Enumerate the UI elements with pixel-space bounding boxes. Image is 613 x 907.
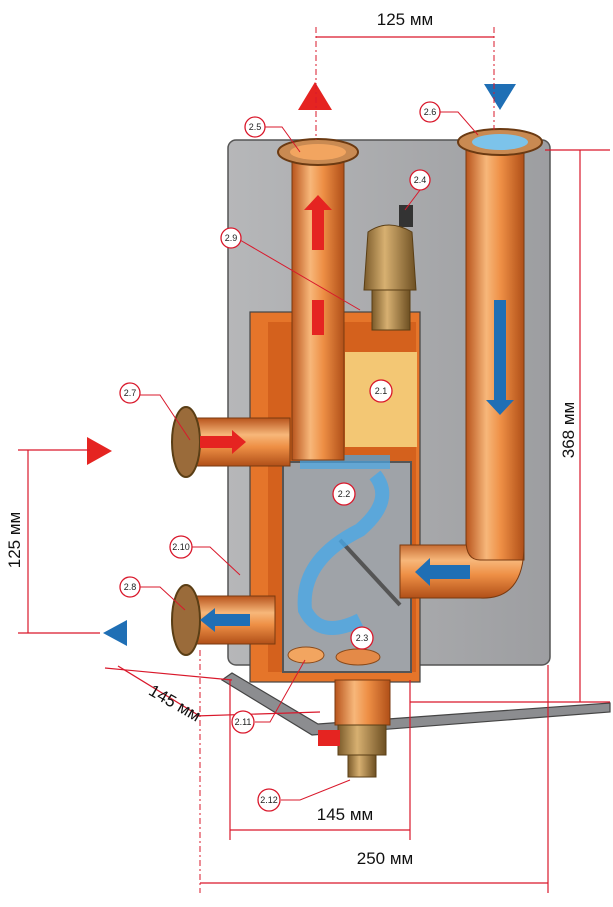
callout-2-3: 2.3 (350, 626, 374, 650)
callout-2-9: 2.9 (220, 227, 242, 249)
svg-text:2.6: 2.6 (424, 107, 437, 117)
callout-2-10: 2.10 (169, 535, 193, 559)
callout-2-1: 2.1 (369, 379, 393, 403)
callout-2-12: 2.12 (257, 788, 281, 812)
cold-in-arrow-icon (484, 84, 516, 110)
svg-text:2.2: 2.2 (338, 489, 351, 499)
dim-total-width: 250 мм (357, 849, 413, 868)
hot-out-side-arrow-icon (87, 437, 112, 465)
svg-text:2.3: 2.3 (356, 633, 369, 643)
svg-text:2.12: 2.12 (260, 795, 278, 805)
callout-2-5: 2.5 (244, 116, 266, 138)
callout-2-8: 2.8 (119, 576, 141, 598)
drain-valve (318, 679, 391, 778)
wall-bracket (220, 672, 611, 736)
svg-text:2.7: 2.7 (124, 388, 137, 398)
cold-inlet-port (171, 584, 276, 656)
svg-text:2.11: 2.11 (235, 717, 252, 727)
callout-2-6: 2.6 (419, 101, 441, 123)
svg-text:2.9: 2.9 (225, 233, 238, 243)
dim-depth: 145 мм (146, 681, 204, 726)
hot-out-arrow-icon (298, 82, 332, 110)
callout-2-7: 2.7 (119, 382, 141, 404)
dim-top-spacing: 125 мм (377, 10, 433, 29)
callout-2-2: 2.2 (332, 482, 356, 506)
callout-2-4: 2.4 (409, 169, 431, 191)
svg-text:2.4: 2.4 (414, 175, 427, 185)
hot-outlet-port (171, 406, 291, 478)
dim-left-spacing: 125 мм (5, 512, 24, 568)
cold-in-side-arrow-icon (103, 620, 127, 646)
dim-box-width: 145 мм (317, 805, 373, 824)
svg-text:2.8: 2.8 (124, 582, 137, 592)
svg-text:2.1: 2.1 (375, 386, 388, 396)
callout-2-11: 2.11 (231, 710, 255, 734)
callout-leaders (140, 111, 479, 801)
dimension-lines (18, 27, 610, 893)
dim-height: 368 мм (559, 402, 578, 458)
hot-supply-pipe (277, 138, 359, 461)
svg-text:2.5: 2.5 (249, 122, 262, 132)
air-vent (363, 205, 417, 331)
svg-text:2.10: 2.10 (172, 542, 190, 552)
cold-return-pipe (399, 128, 543, 599)
